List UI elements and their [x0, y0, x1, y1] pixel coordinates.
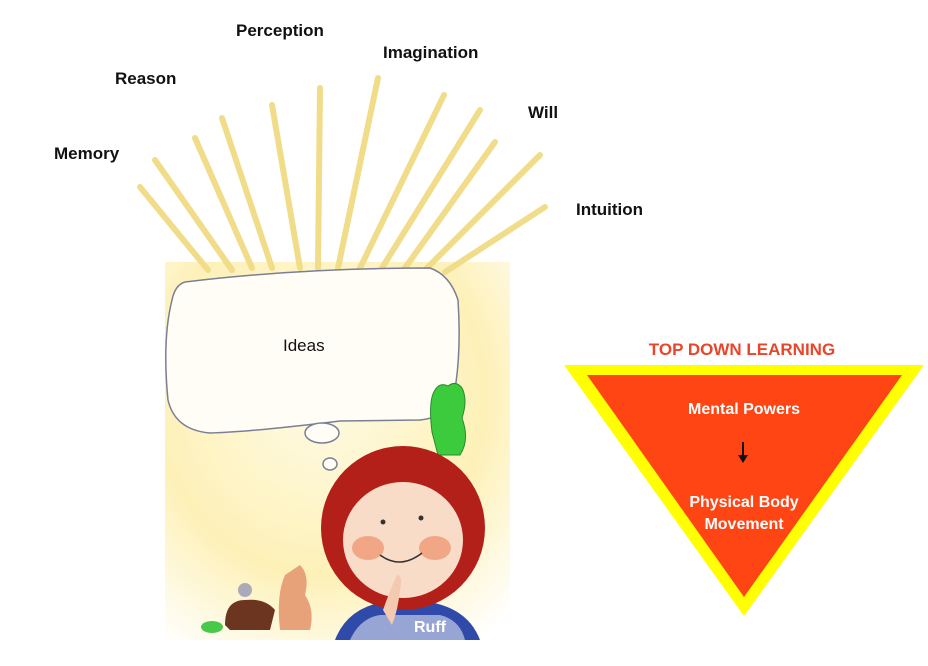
physical-body-line2: Movement [704, 516, 784, 533]
mental-powers-label: Mental Powers [687, 401, 801, 418]
light-rays [137, 75, 548, 275]
frog [430, 382, 466, 456]
ideas-label: Ideas [283, 336, 325, 355]
thought-bubble-small [304, 422, 340, 444]
top-down-triangle [564, 365, 924, 616]
physical-body-label: Physical Body Movement [644, 492, 844, 536]
label-memory: Memory [54, 144, 120, 163]
label-imagination: Imagination [383, 43, 479, 62]
thought-bubble-tiny [322, 457, 338, 471]
down-arrow-head-icon [738, 455, 748, 463]
thought-bubble [165, 267, 460, 434]
pets [201, 565, 312, 633]
boy [321, 446, 485, 640]
physical-body-line1: Physical Body [689, 494, 799, 511]
shirt-label: Ruff [414, 619, 446, 636]
label-intuition: Intuition [576, 200, 644, 219]
label-will: Will [528, 103, 559, 122]
triangle-title: TOP DOWN LEARNING [648, 340, 836, 359]
label-reason: Reason [115, 69, 177, 88]
label-perception: Perception [236, 21, 324, 40]
